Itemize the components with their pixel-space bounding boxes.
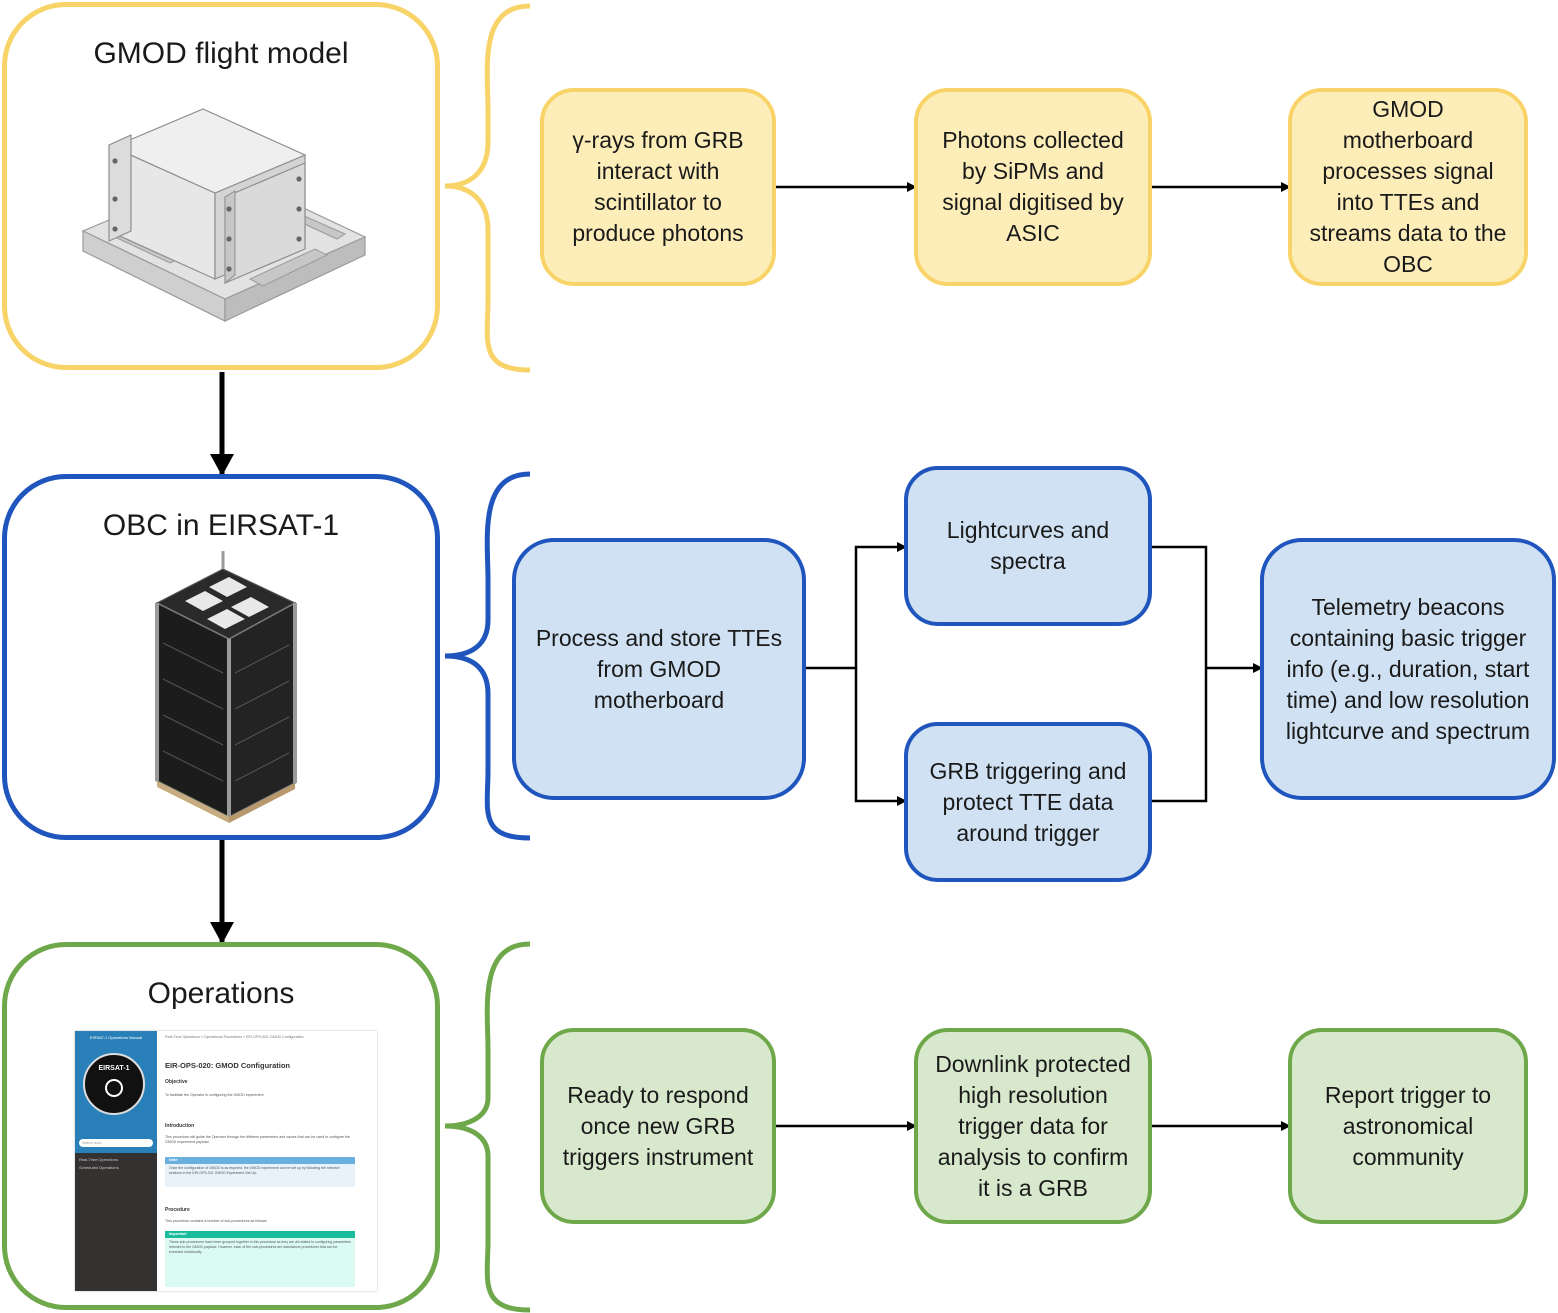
manual-sidebar: EIRSAT-1 Operations Manual EIRSAT-1 Sear…: [75, 1031, 157, 1291]
gmod-panel: GMOD flight model: [2, 2, 440, 370]
manual-procedure-text: This procedure contains a number of sub-…: [165, 1219, 268, 1223]
node-grb-triggering: GRB triggering and protect TTE data arou…: [904, 722, 1152, 882]
gmod-panel-title: GMOD flight model: [93, 37, 349, 70]
manual-note-box: Note Once the configuration of GMOD is a…: [165, 1157, 355, 1187]
ops-bracket: [444, 941, 531, 1313]
node-gamma-rays-interact: γ-rays from GRB interact with scintillat…: [540, 88, 776, 286]
node-process-store-ttes: Process and store TTEs from GMOD motherb…: [512, 538, 806, 800]
node-ready-to-respond: Ready to respond once new GRB triggers i…: [540, 1028, 776, 1224]
obc-bracket: [444, 471, 531, 841]
row2-arrow-to-lightcurves: [806, 542, 907, 670]
manual-important-box: Important These sub-procedures have been…: [165, 1231, 355, 1287]
operations-manual-screenshot: EIRSAT-1 Operations Manual EIRSAT-1 Sear…: [75, 1031, 377, 1291]
manual-important-label: Important: [165, 1231, 355, 1238]
eirsat-logo: EIRSAT-1: [83, 1053, 145, 1115]
row2-arrow-to-triggering: [854, 668, 907, 806]
manual-note-text: Once the configuration of GMOD is as req…: [169, 1166, 340, 1175]
gmod-bracket: [444, 3, 531, 373]
manual-introduction-text: This procedure will guide the Operator t…: [165, 1135, 350, 1144]
node-downlink-protected-data: Downlink protected high resolution trigg…: [914, 1028, 1152, 1224]
ops-panel-title: Operations: [147, 977, 295, 1010]
manual-content: Real-Time Operations » Operational Proce…: [165, 1031, 371, 1291]
eirsat-logo-emblem: [105, 1079, 123, 1097]
manual-objective-text: To facilitate the Operator in configurin…: [165, 1093, 264, 1097]
node-lightcurves-spectra: Lightcurves and spectra: [904, 466, 1152, 626]
eirsat-logo-text: EIRSAT-1: [98, 1065, 130, 1072]
manual-objective-heading: Objective: [165, 1079, 188, 1085]
node-report-trigger: Report trigger to astronomical community: [1288, 1028, 1528, 1224]
manual-introduction-heading: Introduction: [165, 1123, 195, 1129]
manual-search-input[interactable]: Search docs: [79, 1139, 153, 1147]
manual-heading: EIR-OPS-020: GMOD Configuration: [165, 1061, 291, 1070]
row2-line-from-lightcurves: [1152, 545, 1208, 803]
manual-note-label: Note: [165, 1157, 355, 1164]
node-telemetry-beacons: Telemetry beacons containing basic trigg…: [1260, 538, 1556, 800]
manual-sidebar-header: EIRSAT-1 Operations Manual EIRSAT-1 Sear…: [75, 1031, 157, 1153]
manual-nav-item-scheduled[interactable]: Scheduled Operations: [79, 1165, 119, 1170]
gmod-flight-model-render: [81, 108, 367, 322]
obc-panel: OBC in EIRSAT-1: [2, 474, 440, 840]
ops-panel: Operations EIRSAT-1 Operations Manual EI…: [2, 942, 440, 1310]
manual-sidebar-title: EIRSAT-1 Operations Manual: [89, 1035, 143, 1040]
manual-procedure-heading: Procedure: [165, 1207, 190, 1213]
node-photons-collected: Photons collected by SiPMs and signal di…: [914, 88, 1152, 286]
manual-nav-item-realtime[interactable]: Real-Time Operations: [79, 1157, 118, 1162]
manual-important-text: These sub-procedures have been grouped t…: [169, 1240, 351, 1254]
obc-panel-title: OBC in EIRSAT-1: [102, 509, 340, 542]
manual-breadcrumb[interactable]: Real-Time Operations » Operational Proce…: [165, 1035, 304, 1039]
node-motherboard-processes: GMOD motherboard processes signal into T…: [1288, 88, 1528, 286]
eirsat-1-cubesat-render: [155, 551, 297, 823]
